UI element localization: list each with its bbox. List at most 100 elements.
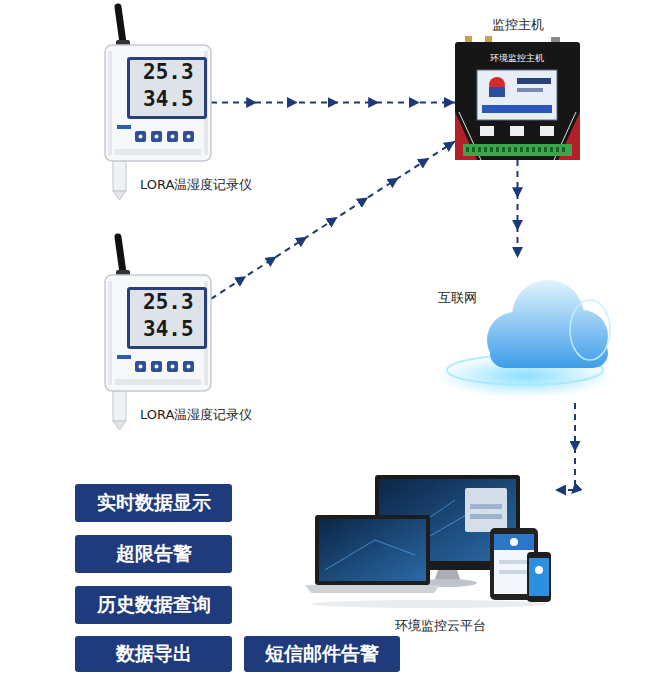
key-dot [171, 365, 175, 369]
feature-label: 历史数据查询 [97, 594, 211, 616]
key-dot [139, 135, 143, 139]
phone-screen [529, 558, 549, 596]
connector-port [551, 37, 560, 42]
display-frame [127, 57, 207, 119]
host-panel-text: 环境监控主机 [490, 53, 544, 63]
terminal-screw [508, 147, 511, 152]
login-field [470, 514, 502, 519]
key-button [135, 361, 146, 372]
terminal-strip [463, 144, 572, 156]
feature-button: 短信邮件告警 [244, 636, 400, 672]
key-dot [155, 365, 159, 369]
connector-port [465, 36, 472, 42]
dashed-arrow [211, 141, 455, 298]
device-label: LORA温湿度记录仪 [140, 408, 252, 423]
terminal-screw [556, 147, 559, 152]
side-groove [108, 281, 112, 385]
panel-button [480, 126, 494, 136]
lcd-bar [517, 78, 551, 84]
feature-button: 超限告警 [75, 535, 232, 573]
app-field [499, 560, 529, 564]
app-icon [510, 538, 518, 546]
lora-logger: 25.334.5LORA温湿度记录仪 [105, 45, 211, 161]
laptop-base [305, 585, 440, 593]
panel-button [510, 126, 524, 136]
monitoring-host: 监控主机环境监控主机 [455, 42, 580, 160]
display-reading: 25.3 [143, 290, 194, 314]
display-screen [130, 290, 204, 346]
terminal-screw [532, 147, 535, 152]
feature-button: 数据导出 [75, 636, 232, 672]
key-button [183, 131, 194, 142]
brand-mark [117, 355, 131, 359]
internet-cloud: 互联网 [430, 258, 615, 403]
terminal-screw [514, 147, 517, 152]
terminal-screw [502, 147, 505, 152]
cloud-platform: 环境监控云平台 [305, 470, 555, 612]
display-screen [130, 60, 204, 116]
key-dot [139, 365, 143, 369]
key-dot [171, 135, 175, 139]
app-icon [535, 566, 543, 574]
key-button [151, 361, 162, 372]
feature-button: 实时数据显示 [75, 484, 232, 522]
logger-body [105, 45, 211, 161]
probe [113, 161, 126, 191]
antenna [118, 7, 123, 43]
host-body [455, 42, 580, 160]
cloud-shape [490, 338, 608, 368]
terminal-screw [472, 147, 475, 152]
laptop-lid [315, 515, 430, 585]
cloud-label: 互联网 [438, 291, 477, 306]
feature-label: 实时数据显示 [97, 492, 211, 514]
feature-label: 数据导出 [116, 643, 192, 665]
lora-logger: 25.334.5LORA温湿度记录仪 [105, 275, 211, 391]
terminal-screw [466, 147, 469, 152]
terminal-screw [562, 147, 565, 152]
terminal-screw [484, 147, 487, 152]
dashed-arrow [517, 160, 519, 258]
logger-body [105, 275, 211, 391]
phone-body [527, 552, 551, 602]
cloud-platform-art [305, 470, 555, 612]
swirl-ring [570, 300, 610, 360]
terminal-screw [490, 147, 493, 152]
dashed-arrow [211, 102, 455, 104]
display-reading: 34.5 [143, 87, 194, 111]
lcd-band [482, 105, 552, 113]
brand-mark [117, 125, 131, 129]
dashed-arrow [555, 403, 575, 490]
terminal-screw [544, 147, 547, 152]
probe [113, 391, 126, 421]
key-button [135, 131, 146, 142]
antenna [118, 237, 123, 273]
key-button [151, 131, 162, 142]
login-panel [465, 488, 507, 532]
connector-port [485, 36, 492, 42]
host-label: 监控主机 [492, 18, 544, 33]
login-field [470, 504, 502, 509]
display-frame [127, 287, 207, 349]
app-field [499, 570, 529, 574]
key-button [167, 361, 178, 372]
key-dot [187, 365, 191, 369]
terminal-screw [496, 147, 499, 152]
terminal-screw [550, 147, 553, 152]
key-button [167, 131, 178, 142]
feature-button: 历史数据查询 [75, 586, 232, 624]
screen-graphic [325, 540, 415, 570]
side-groove [108, 51, 112, 155]
display-reading: 25.3 [143, 60, 194, 84]
terminal-screw [538, 147, 541, 152]
terminal-screw [520, 147, 523, 152]
logo-mark [489, 87, 505, 97]
key-button [183, 361, 194, 372]
internet-cloud-art [430, 258, 615, 403]
key-dot [187, 135, 191, 139]
lcd-bar [517, 88, 543, 92]
tablet-header [494, 534, 534, 550]
device-label: LORA温湿度记录仪 [140, 178, 252, 193]
host-lcd [477, 70, 557, 120]
feature-label: 超限告警 [116, 543, 192, 565]
